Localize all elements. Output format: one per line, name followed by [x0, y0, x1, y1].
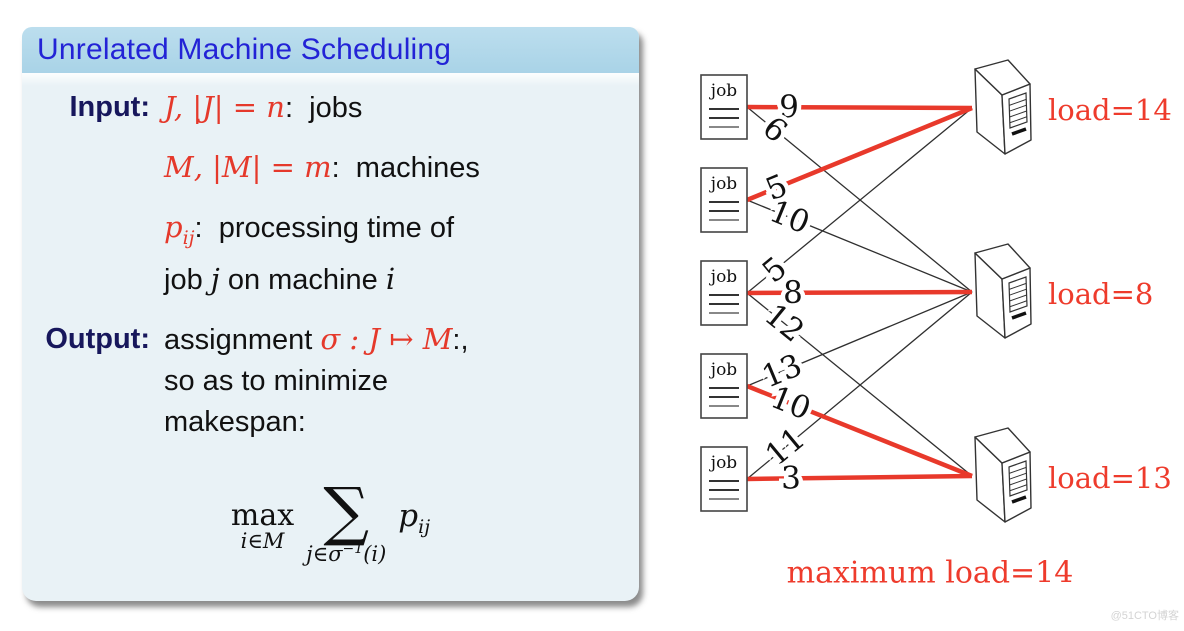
sum-operator: ∑ j∈σ−1(i): [306, 474, 387, 567]
p-sub: ij: [182, 226, 195, 249]
assigned-edge: [746, 104, 973, 111]
edge: [746, 292, 973, 477]
machine-screen-line: [1009, 116, 1027, 124]
edge: [746, 106, 973, 293]
maximum-load-caption: maximum load=14: [787, 556, 1074, 591]
load-label: load=8: [1048, 277, 1153, 311]
block-body: Input: J, |J| = n: jobs M, |M| = m: mach…: [22, 73, 639, 566]
machine-screen-line: [1009, 466, 1027, 474]
load-label: load=14: [1048, 93, 1172, 127]
edge-weight-label: 3: [781, 460, 801, 496]
machines-rest: : machines: [331, 152, 480, 184]
output-definition: assignment σ : J ↦ M:, so as to minimize…: [164, 321, 469, 438]
machine-icon: [974, 59, 1031, 96]
input-row-jobs: Input: J, |J| = n: jobs: [22, 87, 639, 129]
load-label: load=13: [1048, 461, 1172, 495]
watermark: @51CTO博客: [1110, 610, 1179, 622]
p-rest: : processing time of: [194, 212, 455, 244]
machine-screen-line: [1009, 288, 1027, 296]
machine-screen-line: [1009, 98, 1027, 106]
job-icon: [700, 260, 748, 326]
machine-slot: [1011, 495, 1027, 504]
edge: [746, 107, 973, 294]
p-ij-term: pij: [398, 498, 431, 539]
makespan-formula: max i∈M ∑ j∈σ−1(i) pij: [22, 474, 639, 567]
sum-subscript: j∈σ−1(i): [306, 541, 387, 567]
var-j: j: [210, 261, 220, 296]
input-label: Input:: [69, 91, 150, 123]
max-subscript: i∈M: [240, 528, 285, 553]
job-icon-label: job: [709, 453, 738, 473]
machine-screen-line: [1009, 282, 1027, 290]
machine-screen-line: [1009, 110, 1027, 118]
machine-slot: [1011, 127, 1027, 136]
sigma-symbol: ∑: [323, 474, 370, 549]
machine-icon: [974, 243, 1031, 280]
machines-definition: M, |M| = m: machines: [164, 147, 639, 189]
block-title: Unrelated Machine Scheduling: [37, 33, 452, 66]
jobs-definition: J, |J| = n: jobs: [164, 87, 639, 129]
assigned-edge: [746, 473, 973, 482]
machine-screen-line: [1009, 104, 1027, 112]
machine-screen: [1008, 460, 1028, 497]
edge: [746, 291, 973, 387]
machine-icon: [974, 427, 1031, 464]
edge-weight-label: 9: [779, 89, 799, 125]
assigned-edge: [746, 105, 973, 203]
job-icon: [700, 353, 748, 419]
var-i: i: [385, 261, 396, 296]
job-icon-label: job: [709, 267, 738, 287]
edge: [746, 199, 973, 293]
machine-screen: [1008, 92, 1028, 129]
processing-definition: pij: processing time of job j on machine…: [164, 210, 455, 296]
machines-math: M, |M| = m: [164, 150, 332, 184]
input-row-machines: M, |M| = m: machines: [22, 147, 639, 189]
machine-screen-line: [1009, 472, 1027, 480]
job-icon: [700, 74, 748, 140]
definition-block: Unrelated Machine Scheduling Input: J, |…: [22, 27, 639, 601]
machine-screen: [1008, 276, 1028, 313]
assignment-math: σ : J ↦ M: [320, 321, 453, 356]
job-icon: [700, 167, 748, 233]
block-header: Unrelated Machine Scheduling: [22, 27, 639, 73]
job-icon-label: job: [709, 360, 738, 380]
job-icon: [700, 446, 748, 512]
edge-weight-label: 8: [783, 275, 803, 311]
assigned-edge: [746, 289, 973, 296]
assigned-edge: [746, 383, 973, 479]
machine-screen-line: [1009, 300, 1027, 308]
max-operator: max i∈M: [230, 497, 295, 553]
machine-screen-line: [1009, 484, 1027, 492]
job-icon-label: job: [709, 81, 738, 101]
machine-screen-line: [1009, 294, 1027, 302]
p-var: p: [164, 210, 183, 244]
jobs-math: J, |J| = n: [164, 90, 285, 124]
edge: [746, 291, 973, 480]
output-row: Output: assignment σ : J ↦ M:, so as to …: [22, 319, 639, 443]
machine-slot: [1011, 311, 1027, 320]
job-icon-label: job: [709, 174, 738, 194]
machine-screen-line: [1009, 478, 1027, 486]
jobs-rest: : jobs: [284, 92, 363, 124]
input-row-processing: pij: processing time of job j on machine…: [22, 207, 639, 301]
output-label: Output:: [45, 322, 150, 355]
